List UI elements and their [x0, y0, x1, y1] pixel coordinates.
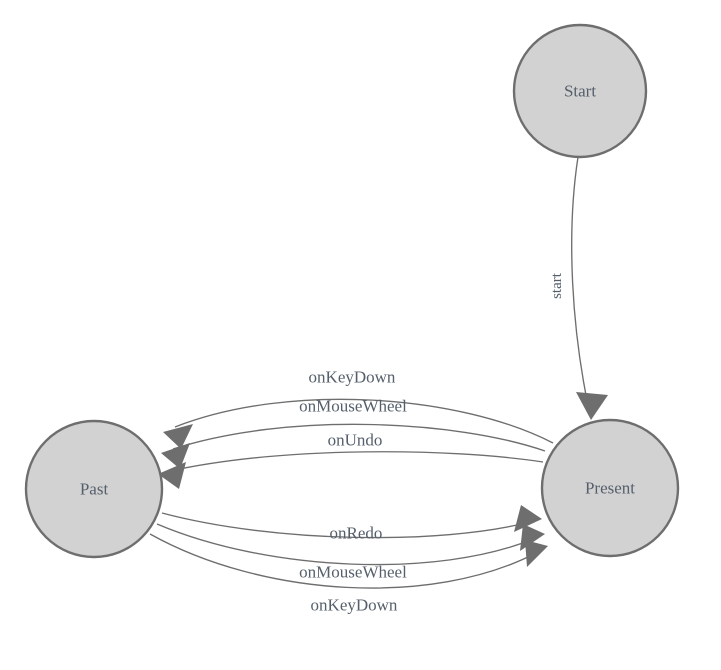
- arrowhead-icon: [576, 392, 608, 420]
- edge-path: [156, 523, 534, 566]
- edge-present-to-past-onkeydown[interactable]: onKeyDown: [163, 368, 554, 450]
- edge-label-onkeydown-bottom: onKeyDown: [311, 596, 398, 615]
- state-node-label: Present: [585, 479, 635, 498]
- edge-path: [172, 423, 546, 452]
- arrowhead-icon: [514, 505, 542, 532]
- edge-path: [571, 156, 590, 411]
- state-node-circle: [512, 23, 648, 159]
- edge-path: [149, 533, 537, 589]
- arrowhead-icon: [525, 540, 548, 567]
- edge-path: [169, 451, 544, 472]
- arrowhead-icon: [161, 443, 190, 469]
- arrowhead-icon: [163, 424, 193, 449]
- edge-present-to-past-onmousewheel[interactable]: onMouseWheel: [161, 397, 546, 470]
- edge-label-start: start: [549, 272, 565, 299]
- state-node-circle: [24, 419, 164, 559]
- state-node-label: Past: [80, 480, 109, 499]
- edge-label-onundo: onUndo: [328, 431, 383, 450]
- edge-label-onredo: onRedo: [330, 524, 383, 543]
- edge-start-to-present[interactable]: start: [549, 156, 608, 420]
- state-node-past[interactable]: Past: [24, 419, 164, 559]
- edge-label-onkeydown-top: onKeyDown: [309, 368, 396, 387]
- edge-label-onmousewheel-bottom: onMouseWheel: [299, 563, 407, 582]
- state-node-start[interactable]: Start: [512, 23, 648, 159]
- edge-label-onmousewheel-top: onMouseWheel: [299, 397, 407, 416]
- state-node-present[interactable]: Present: [540, 418, 680, 558]
- edges-layer: start onKeyDown onMouseWheel onUndo: [149, 156, 608, 615]
- nodes-layer: Start Past Present: [24, 23, 680, 559]
- edge-path: [161, 512, 531, 539]
- edge-path: [174, 398, 554, 444]
- state-node-circle: [540, 418, 680, 558]
- edge-present-to-past-onundo[interactable]: onUndo: [158, 431, 544, 490]
- edge-past-to-present-onkeydown[interactable]: onKeyDown: [149, 533, 548, 615]
- edge-past-to-present-onredo[interactable]: onRedo: [161, 505, 542, 543]
- arrowhead-icon: [158, 462, 186, 489]
- state-node-label: Start: [564, 82, 596, 101]
